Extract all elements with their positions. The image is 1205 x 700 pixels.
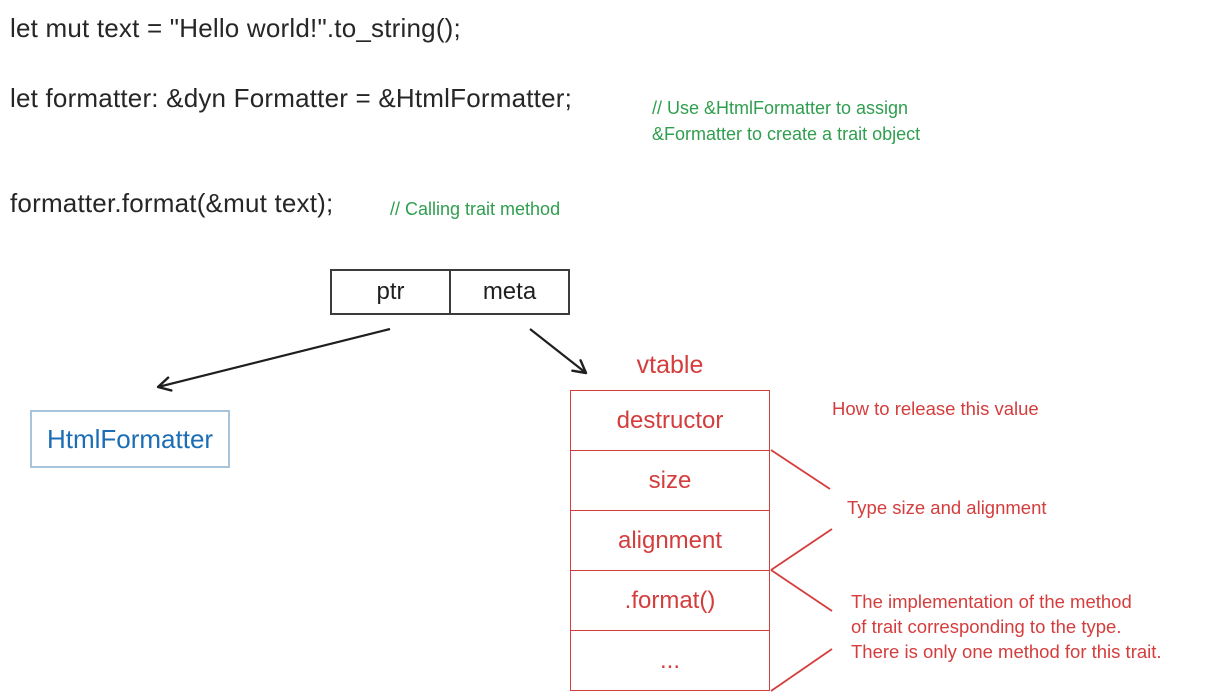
vtable-row-ellipsis: ... xyxy=(659,647,680,674)
comment-trait-object-line2: &Formatter to create a trait object xyxy=(652,124,921,144)
code-line-2: let formatter: &dyn Formatter = &HtmlFor… xyxy=(10,83,573,113)
annotation-size-alignment: Type size and alignment xyxy=(847,497,1047,518)
comment-calling-trait-method: // Calling trait method xyxy=(390,199,561,219)
comment-trait-object: // Use &HtmlFormatter to assign &Formatt… xyxy=(652,95,920,147)
comment-trait-object-line1: // Use &HtmlFormatter to assign xyxy=(652,98,909,118)
annotation-format-impl-line3: There is only one method for this trait. xyxy=(851,641,1162,662)
annotation-format-impl: The implementation of the method of trai… xyxy=(851,589,1162,664)
connector-alignment-bottom xyxy=(770,528,833,571)
vtable-row-destructor: destructor xyxy=(571,391,769,451)
code-line-1: let mut text = "Hello world!".to_string(… xyxy=(10,13,461,43)
connector-size-top xyxy=(770,449,831,490)
fat-pointer-meta-cell: meta xyxy=(482,278,537,305)
code-line-3: formatter.format(&mut text); xyxy=(10,188,334,218)
annotation-format-impl-line2: of trait corresponding to the type. xyxy=(851,616,1122,637)
fat-pointer-box: ptr meta xyxy=(330,269,570,315)
annotation-destructor: How to release this value xyxy=(832,398,1039,419)
vtable-row-alignment: alignment xyxy=(571,511,769,571)
fat-pointer-ptr-cell: ptr xyxy=(332,271,451,313)
concrete-type-box: HtmlFormatter xyxy=(30,410,230,468)
annotation-format-impl-line1: The implementation of the method xyxy=(851,591,1132,612)
vtable-title: vtable xyxy=(636,351,704,379)
vtable-box: destructor size alignment .format() ... xyxy=(570,390,770,691)
vtable-row-format: .format() xyxy=(571,571,769,631)
ptr-arrow xyxy=(156,327,391,392)
vtable-row-size: size xyxy=(571,451,769,511)
connector-format-top xyxy=(770,569,833,612)
connector-table-bottom xyxy=(770,648,833,692)
